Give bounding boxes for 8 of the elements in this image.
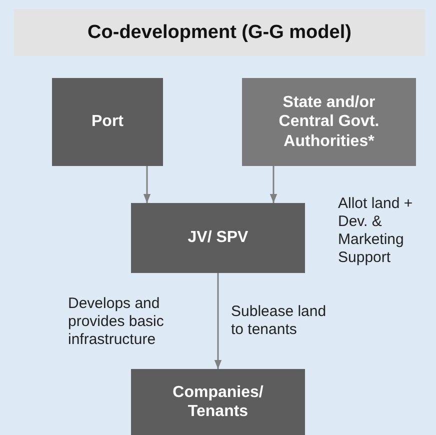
process-box: State and/or Central Govt. Authorities* — [242, 78, 416, 166]
title-banner: Co-development (G-G model) — [14, 9, 425, 56]
process-box: JV/ SPV — [131, 203, 305, 273]
edge-label: Sublease land to tenants — [231, 303, 328, 339]
process-box: Port — [52, 78, 163, 166]
process-box: Companies/ Tenants — [131, 369, 305, 435]
edge-label: Allot land + Dev. & Marketing Support — [338, 195, 414, 267]
note-text: Develops and provides basic infrastructure — [68, 295, 165, 349]
